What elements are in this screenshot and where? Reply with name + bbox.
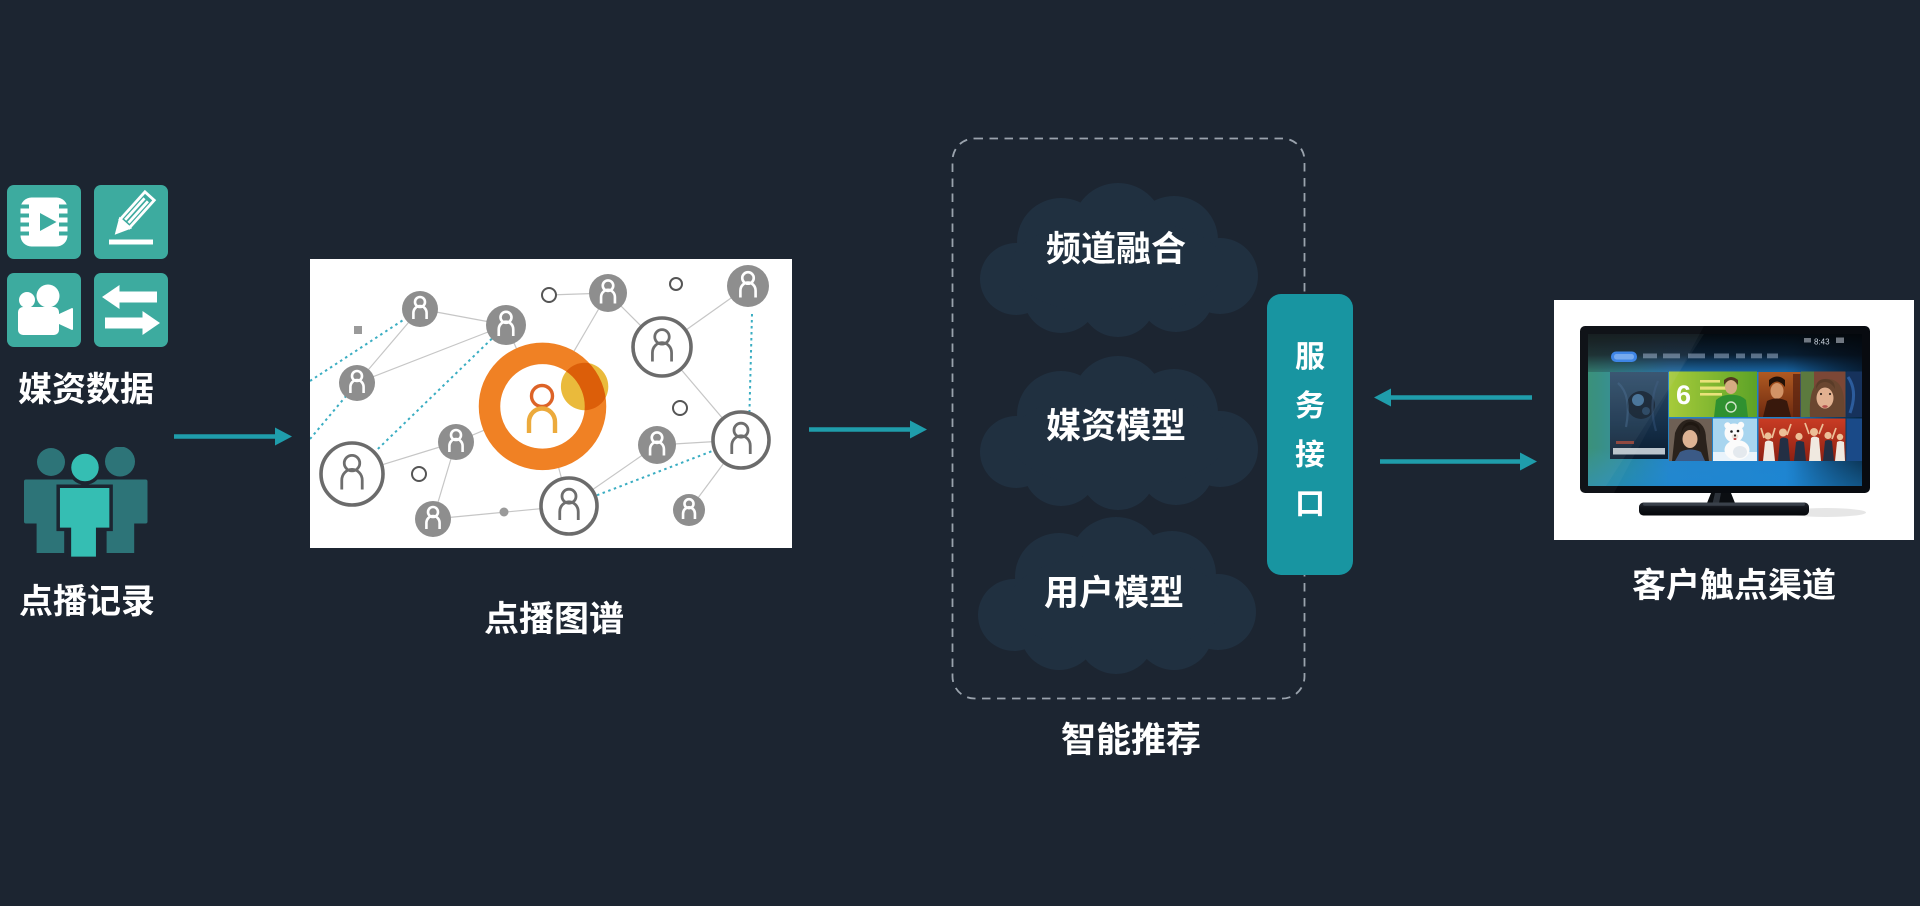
svg-text:8:43: 8:43 [1814,338,1830,347]
svg-text:6: 6 [1676,380,1691,410]
